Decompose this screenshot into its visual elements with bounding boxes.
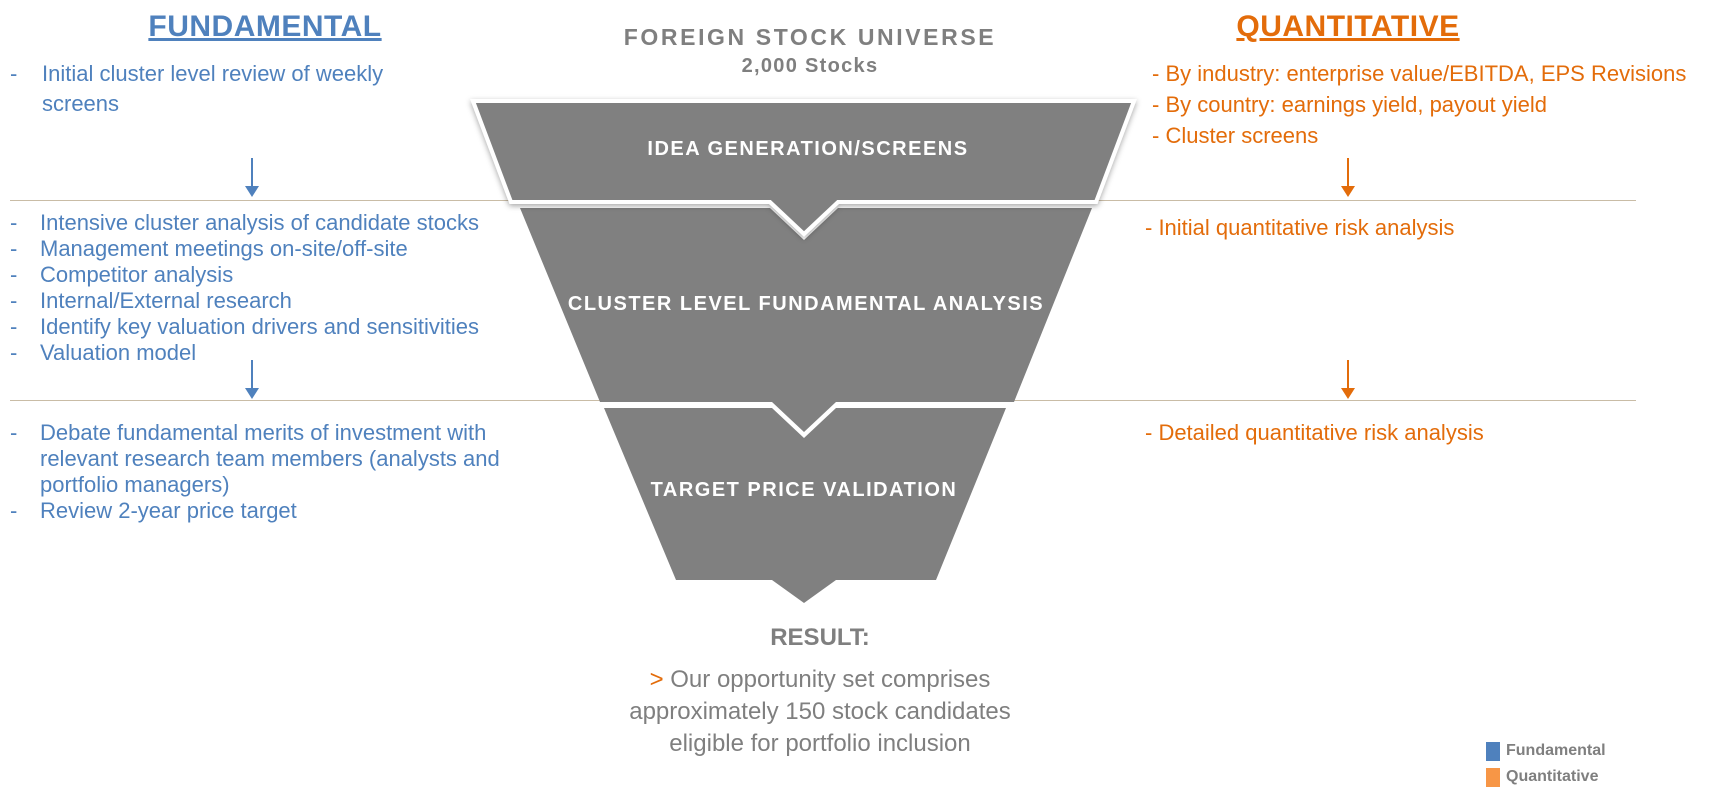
legend-item-fundamental: Fundamental [1486, 738, 1606, 764]
quantitative-stage-3: - Detailed quantitative risk analysis [1145, 417, 1484, 448]
quantitative-stage-1-item: - By country: earnings yield, payout yie… [1152, 92, 1547, 117]
legend: Fundamental Quantitative [1486, 738, 1606, 790]
fundamental-stage-2-item: Identify key valuation drivers and sensi… [10, 314, 479, 340]
universe-count: 2,000 Stocks [741, 55, 879, 77]
fundamental-down-arrow-1 [245, 158, 259, 197]
quantitative-down-arrow-1 [1341, 158, 1355, 197]
fundamental-stage-2-item: Competitor analysis [10, 262, 479, 288]
universe-title: FOREIGN STOCK UNIVERSE [623, 24, 997, 50]
result-label: RESULT: [770, 624, 870, 651]
result-line-3: eligible for portfolio inclusion [669, 730, 971, 757]
quantitative-stage-2: - Initial quantitative risk analysis [1145, 212, 1454, 243]
funnel-stage-3-label: TARGET PRICE VALIDATION [651, 479, 958, 501]
quantitative-down-arrow-2 [1341, 360, 1355, 399]
quantitative-stage-1-item: - Cluster screens [1152, 123, 1319, 148]
funnel-stage-2 [520, 208, 1092, 432]
funnel-stage-2-label: CLUSTER LEVEL FUNDAMENTAL ANALYSIS [568, 293, 1044, 315]
fundamental-stage-2-item: Internal/External research [10, 288, 479, 314]
legend-swatch-fundamental [1486, 741, 1500, 761]
fundamental-stage-3-text: relevant research team members (analysts… [40, 446, 500, 471]
fundamental-stage-3-item: Review 2-year price target [10, 498, 500, 524]
legend-label-fundamental: Fundamental [1506, 742, 1606, 759]
funnel-stage-1 [470, 99, 1137, 237]
result-text: > Our opportunity set comprises approxim… [600, 664, 1040, 760]
fundamental-stage-2: Intensive cluster analysis of candidate … [10, 210, 479, 366]
fundamental-stage-1: Initial cluster level review of weekly s… [10, 58, 383, 118]
result-caret: > [649, 666, 664, 693]
quantitative-stage-1-item: - By industry: enterprise value/EBITDA, … [1152, 61, 1687, 86]
quantitative-stage-3-item: - Detailed quantitative risk analysis [1145, 420, 1484, 445]
fundamental-stage-2-item: Management meetings on-site/off-site [10, 236, 479, 262]
fundamental-stage-3-item: Debate fundamental merits of investment … [10, 420, 500, 498]
legend-label-quantitative: Quantitative [1506, 768, 1599, 785]
legend-swatch-quantitative [1486, 767, 1500, 787]
funnel-stage-1-label: IDEA GENERATION/SCREENS [647, 138, 968, 160]
funnel-stage-3 [604, 408, 1006, 603]
fundamental-stage-2-item: Intensive cluster analysis of candidate … [10, 210, 479, 236]
result-line-2: approximately 150 stock candidates [629, 698, 1011, 725]
legend-item-quantitative: Quantitative [1486, 764, 1606, 790]
result-line-1-text: Our opportunity set comprises [670, 666, 991, 693]
quantitative-title: QUANTITATIVE [1236, 10, 1460, 43]
fundamental-stage-1-item: Initial cluster level review of weekly [10, 58, 383, 90]
fundamental-title: FUNDAMENTAL [148, 10, 382, 43]
fundamental-stage-2-item: Valuation model [10, 340, 479, 366]
fundamental-stage-1-text: Initial cluster level review of weekly [42, 61, 384, 86]
result-line-1: > Our opportunity set comprises [600, 664, 1040, 696]
fundamental-stage-1-cont: screens [42, 91, 120, 116]
fundamental-stage-3-text: portfolio managers) [40, 472, 230, 497]
quantitative-stage-1: - By industry: enterprise value/EBITDA, … [1152, 58, 1686, 151]
quantitative-stage-2-item: - Initial quantitative risk analysis [1145, 215, 1455, 240]
fundamental-stage-3: Debate fundamental merits of investment … [10, 420, 500, 524]
fundamental-stage-3-text: Debate fundamental merits of investment … [40, 420, 487, 445]
